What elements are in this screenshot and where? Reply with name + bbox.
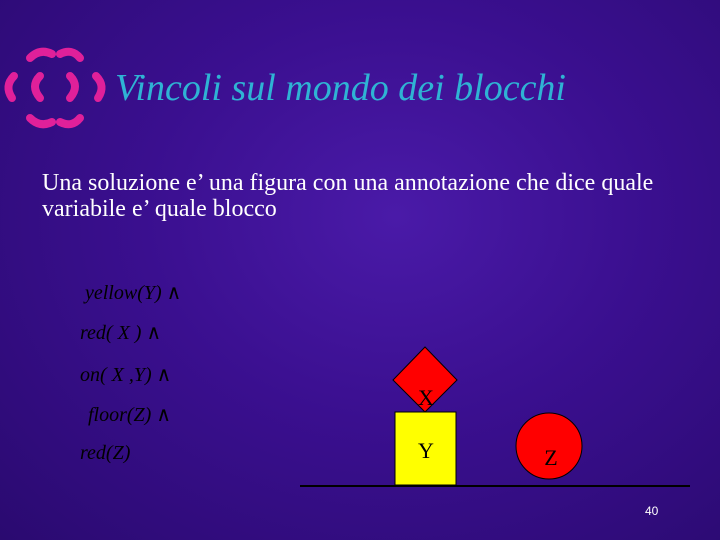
block-y <box>394 411 457 486</box>
block-z <box>515 412 583 480</box>
block-z-label: Z <box>544 445 557 470</box>
slide-title: Vincoli sul mondo dei blocchi <box>115 67 566 109</box>
block-y-label: Y <box>418 438 434 463</box>
logo-icon <box>4 47 106 129</box>
formula-line: red( X ) ∧ <box>80 322 162 344</box>
formula-line: yellow(Y) ∧ <box>85 282 182 304</box>
formula-line: on( X ,Y) ∧ <box>80 364 172 386</box>
formula-line: floor(Z) ∧ <box>88 404 171 426</box>
page-number: 40 <box>645 504 659 518</box>
body-text: Una soluzione e’ una figura con una anno… <box>42 170 654 223</box>
formula-line: red(Z) <box>80 442 131 464</box>
block-x-label: X <box>418 385 434 410</box>
